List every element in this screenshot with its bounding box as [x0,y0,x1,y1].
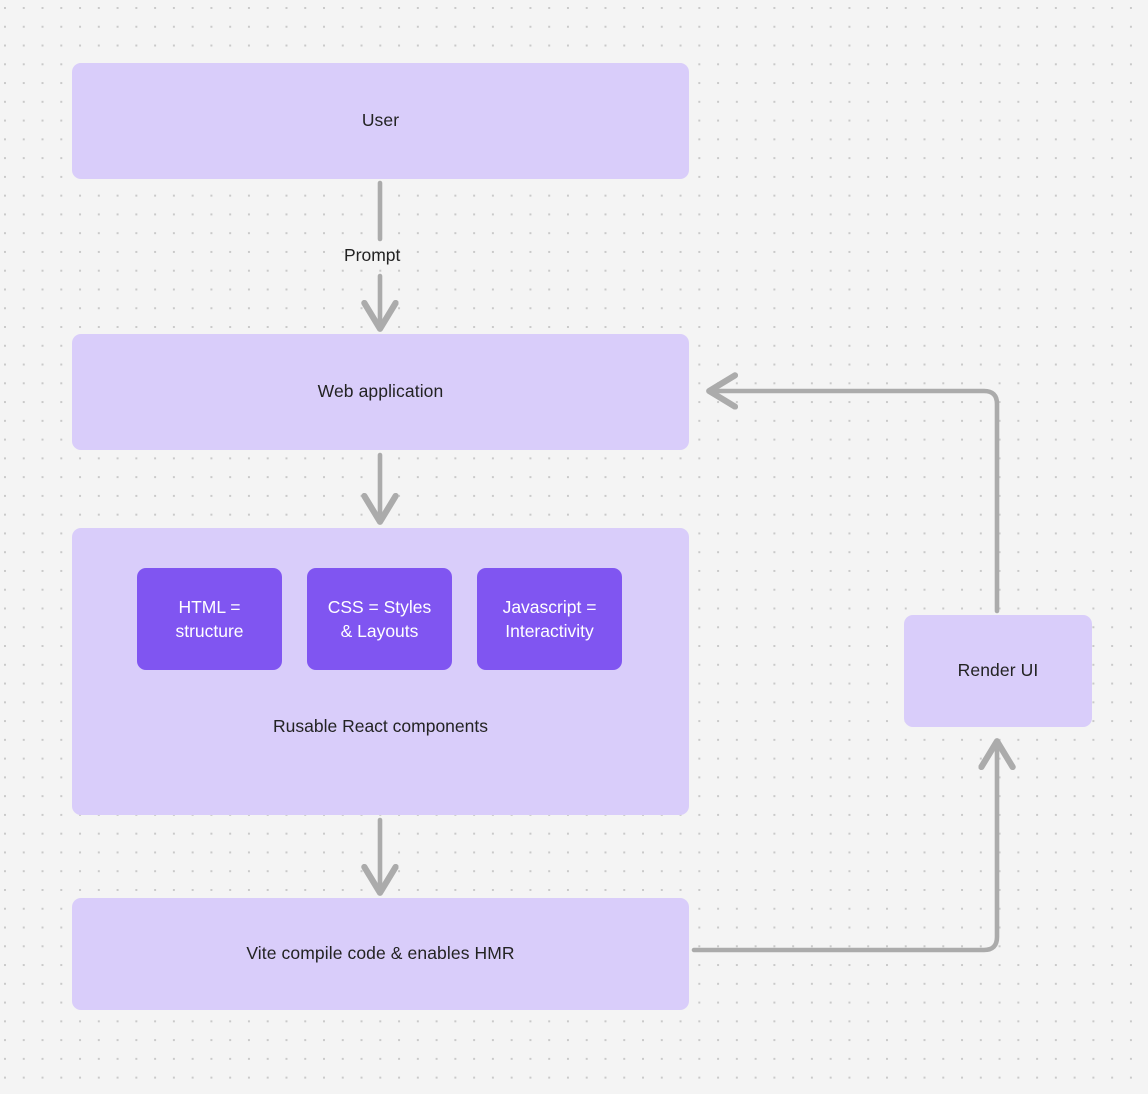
node-render-ui-label: Render UI [957,660,1039,681]
edge-render-ui-to-web-application [712,391,1000,614]
node-web-application-label: Web application [317,381,444,402]
chip-javascript-line-1: Javascript = [502,596,597,617]
chip-css-line-2: & Layouts [340,621,419,641]
chip-css-line-1: CSS = Styles [327,596,432,617]
chip-javascript-line-2: Interactivity [505,621,594,641]
chip-javascript[interactable]: Javascript = Interactivity [477,568,622,670]
node-web-application[interactable]: Web application [72,334,689,450]
chip-html-line-1: HTML = [178,596,241,617]
node-render-ui[interactable]: Render UI [904,615,1092,727]
chip-html[interactable]: HTML = structure [137,568,282,670]
edge-label-prompt: Prompt [344,245,401,265]
node-user-label: User [361,110,400,131]
node-components-caption: Rusable React components [273,716,488,736]
chip-css[interactable]: CSS = Styles & Layouts [307,568,452,670]
node-components[interactable]: HTML = structure CSS = Styles & Layouts … [72,528,689,815]
node-user[interactable]: User [72,63,689,179]
node-vite[interactable]: Vite compile code & enables HMR [72,898,689,1010]
chip-html-line-2: structure [175,621,244,641]
node-vite-label: Vite compile code & enables HMR [246,943,515,964]
edge-vite-to-render-ui [691,744,997,953]
